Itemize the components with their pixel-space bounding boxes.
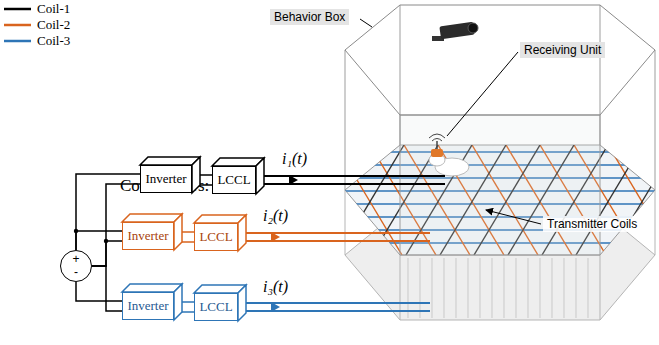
coil-feed [246, 303, 430, 311]
driver-block: Inverter [122, 292, 174, 320]
block-label: Inverter [145, 171, 186, 187]
block-label: LCCL [199, 229, 232, 245]
legend-line-sample [4, 8, 31, 11]
terminal-sign: - [61, 266, 91, 279]
legend-text: Coil-1 [37, 1, 70, 17]
driver-block: Inverter [122, 222, 174, 250]
current-arrow [271, 302, 280, 312]
driver-block: Inverter [140, 165, 192, 193]
callout-label: Transmitter Coils [543, 216, 641, 232]
junction-dot [104, 239, 108, 243]
callout-label: Receiving Unit [520, 42, 605, 58]
base-slats [408, 258, 588, 318]
signal-name: i₁(t) [282, 150, 307, 168]
block-label: LCCL [217, 172, 250, 188]
leader-line [486, 210, 541, 224]
driver-block: LCCL [194, 223, 238, 251]
signal-name: i₂(t) [263, 207, 288, 225]
leader-line [360, 19, 372, 27]
mouse [429, 134, 469, 176]
camera [432, 22, 478, 41]
receiving-unit [431, 149, 443, 157]
junction-dot [74, 229, 78, 233]
driver-block: LCCL [194, 293, 238, 321]
legend-line-sample [4, 40, 31, 43]
current-arrow [289, 175, 298, 185]
legend-text: Coil-3 [37, 33, 70, 49]
current-arrow [271, 232, 280, 242]
voltage-source: +- [60, 250, 92, 282]
legend-text: Coil-2 [37, 17, 70, 33]
coil-feed [264, 176, 445, 184]
wire-pair [182, 302, 194, 312]
signal-name: i₃(t) [263, 278, 288, 296]
terminal-sign: + [61, 253, 91, 266]
driver-block: LCCL [212, 166, 256, 194]
callout-label: Behavior Box [270, 9, 349, 25]
block-label: Inverter [127, 228, 168, 244]
coil-feed [246, 233, 430, 241]
wire-pair [182, 232, 194, 242]
leader-line [447, 52, 518, 136]
block-label: Inverter [127, 298, 168, 314]
block-label: LCCL [199, 299, 232, 315]
glass-walls [345, 5, 655, 255]
legend-line-sample [4, 24, 31, 27]
